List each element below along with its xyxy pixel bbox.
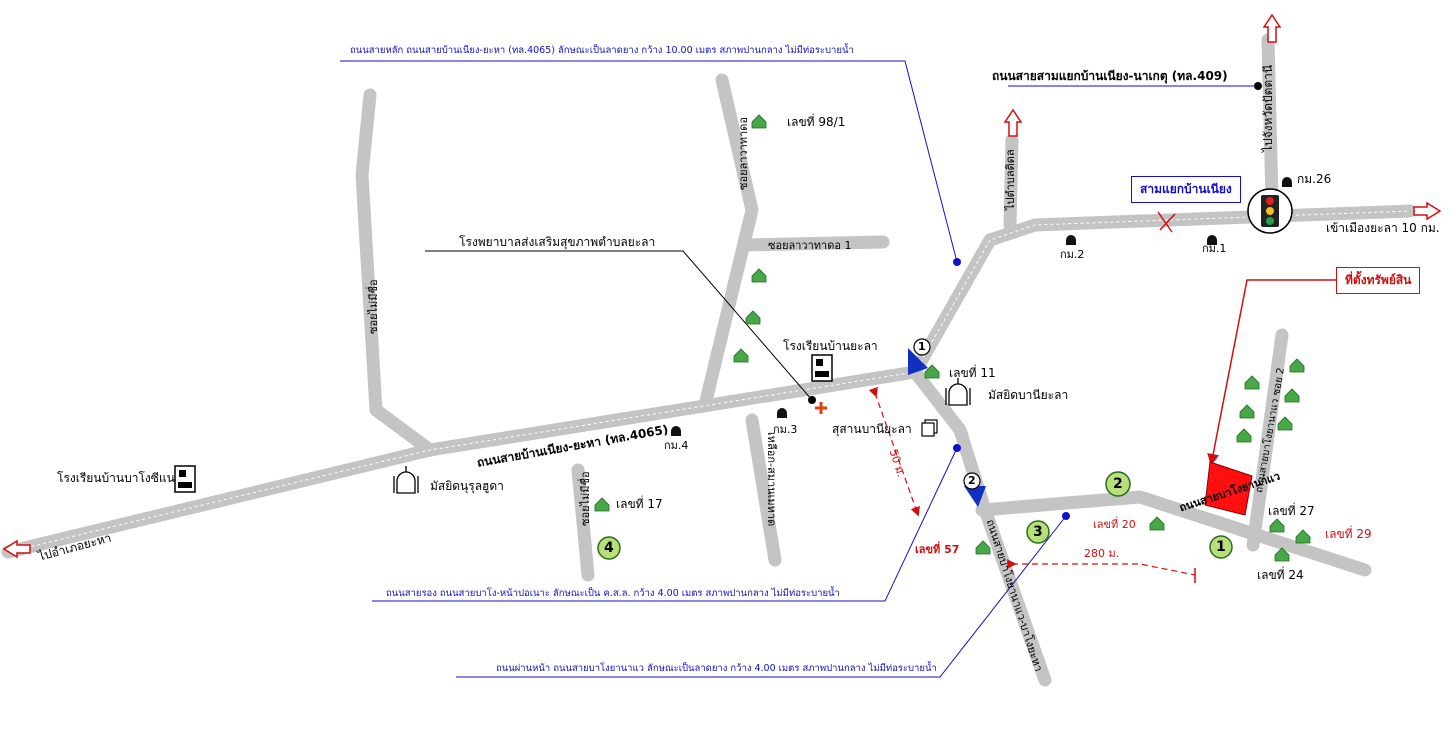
soi-lalawatakado [698,73,759,412]
arrow-left-yaha-icon [2,539,31,559]
mosque-nurul-label: มัสยิดนุรุลฮูดา [430,479,504,493]
traffic-light-icon [1247,188,1293,234]
bako-road [975,490,1372,577]
house-24-label: เลขที่ 24 [1257,568,1304,582]
distance-lines [868,386,1196,576]
mosque-yala-label: มัสยิดบานียะลา [988,388,1069,402]
soi-nonamed-south-label: ซอยไม่มีชื่อ [579,471,592,526]
km-marker-icons [671,177,1292,436]
pointer-2-number: 2 [968,474,976,487]
soi-tambon [1003,133,1019,232]
hospital-leader [425,250,813,401]
circle-3-number: 3 [1033,524,1043,540]
property-pointer [1207,279,1336,466]
school-yala-label: โรงเรียนบ้านยะลา [783,339,878,353]
to-yala-label: เข้าเมืองยะลา 10 กม. [1326,221,1440,235]
south-road [908,365,1052,687]
circle-4-number: 4 [604,540,614,556]
school-bako-label: โรงเรียนบ้านบาโงซีแน [57,471,175,485]
hwy409-label: ถนนสายสามแยกบ้านเนียง-นาเกตุ (ทล.409) [992,69,1228,83]
circle-1-number: 1 [1216,539,1226,555]
km26-label: กม.26 [1297,172,1332,186]
km1-label: กม.1 [1202,242,1227,255]
soi-nonamed-west-label: ซอยไม่มีชื่อ [367,279,380,334]
note-main-road: ถนนสายหลัก ถนนสายบ้านเนียง-ยะหา (ทล.4065… [350,45,854,56]
school-yala-icon [811,354,833,382]
house-29-label: เลขที่ 29 [1325,527,1372,541]
intersection-label: สามแยกบ้านเนียง [1131,176,1241,203]
route-pointer-1-icon [908,338,931,375]
soi-kasem [745,413,782,567]
mosque-nurul-icon [393,466,419,494]
km2-label: กม.2 [1060,248,1085,261]
house-98-label: เลขที่ 98/1 [787,115,846,129]
soi-kasem-label: เหลือก-สมานเมหาด [765,432,778,527]
soi-nonamed-west [355,88,437,457]
cross-mark-icon [1157,211,1176,233]
distance-280-label: 280 ม. [1084,547,1120,560]
house-20-label: เลขที่ 20 [1093,518,1136,531]
arrow-up-tambon-icon [1003,108,1023,137]
soi-bangoso-2 [1246,328,1289,552]
property-parcel [1204,461,1253,516]
arrow-up-pattani-icon [1262,13,1282,43]
house-27-label: เลขที่ 27 [1268,504,1315,518]
house-17-label: เลขที่ 17 [616,497,663,511]
house-11-label: เลขที่ 11 [949,366,996,380]
km3-label: กม.3 [773,423,798,436]
house-57-label: เลขที่ 57 [915,543,960,556]
pointer-1-number: 1 [918,340,926,353]
direction-arrows [2,13,1442,559]
to-tambon-label: ไปตำบลติดล [1004,149,1017,210]
cemetery-icon [921,419,938,437]
arrow-right-yala-icon [1413,201,1442,221]
to-pattani-label: ไปจังหวัดปัตตานี [1261,64,1275,152]
road-network [1,33,1417,687]
mosque-yala-icon [945,378,971,406]
soi-lalawatakado-label: ซอยลาวาทาดอ [737,117,750,190]
note-secondary-road: ถนนสายรอง ถนนสายบาโง-หน้าปอเนาะ ลักษณะเป… [386,588,840,599]
cemetery-label: สุสานบานียะลา [832,422,912,436]
note-leaders [340,60,1258,678]
route-pointer-2-icon [963,472,986,507]
green-circles [597,471,1233,560]
note-front-road: ถนนผ่านหน้า ถนนสายบาโงยานาแว ลักษณะเป็นล… [496,663,937,674]
soi-nonamed-south [571,463,595,582]
hospital-icon [815,402,827,414]
km4-label: กม.4 [664,439,689,452]
soi-lalawatakado-1 [738,235,890,252]
school-bako-icon [174,465,196,493]
soi-lalawatakado1-label: ซอยลาวาทาดอ 1 [768,239,852,252]
house-icons [594,114,1311,562]
soi-pattani [1261,33,1279,207]
hospital-label: โรงพยาบาลส่งเสริมสุขภาพตำบลยะลา [459,235,656,249]
circle-2-number: 2 [1113,476,1123,492]
property-label: ที่ตั้งทรัพย์สิน [1336,267,1421,294]
main-road-centerline [7,210,1411,553]
